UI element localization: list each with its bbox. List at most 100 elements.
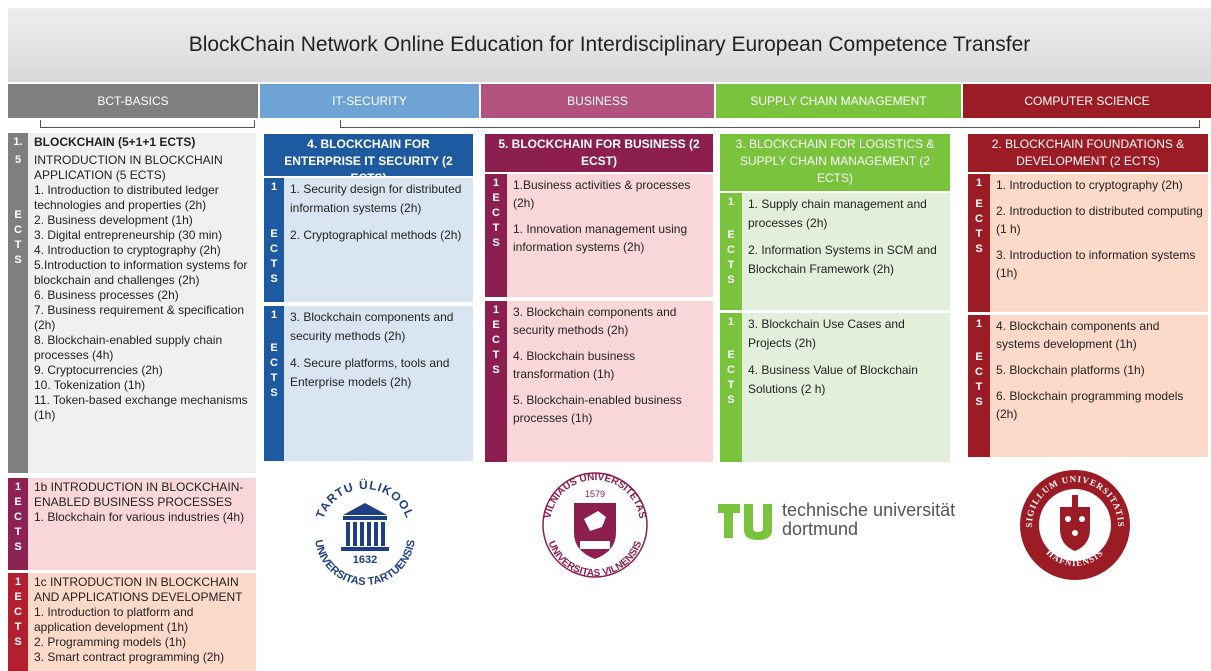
- ects-strip: 1 E C T S: [8, 573, 28, 671]
- ects-number: 1: [492, 177, 500, 189]
- ects-letter: C: [492, 207, 500, 219]
- tab-computer-science[interactable]: COMPUTER SCIENCE: [963, 84, 1211, 118]
- bct-header: 1. BLOCKCHAIN (5+1+1 ECTS): [8, 133, 256, 151]
- scm-block-2: 1 E C T S 3. Blockchain Use Cases and Pr…: [720, 313, 950, 462]
- tab-bct-basics[interactable]: BCT-BASICS: [8, 84, 260, 118]
- ects-letter: E: [975, 351, 983, 363]
- module-item: 3. Digital entrepreneurship (30 min): [34, 228, 223, 242]
- module-item: 5.Introduction to information systems fo…: [34, 258, 248, 287]
- bct-block-1-body: INTRODUCTION IN BLOCKCHAIN APPLICATION (…: [28, 151, 256, 473]
- ects-letter: C: [975, 213, 983, 225]
- ects-letter: E: [270, 342, 278, 354]
- module-item: 2. Business development (1h): [34, 213, 193, 227]
- security-block-1-body: 1. Security design for distributed infor…: [284, 178, 473, 302]
- module-item: 5. Blockchain platforms (1h): [996, 363, 1145, 377]
- ects-letter: T: [727, 259, 735, 271]
- cs-block-1-body: 1. Introduction to cryptography (2h) 2. …: [990, 174, 1208, 312]
- ects-strip: 1 E C T S: [8, 478, 28, 570]
- ects-strip: 1 E C T S: [264, 306, 284, 461]
- ects-letter: T: [14, 526, 22, 538]
- ects-letter: T: [975, 381, 983, 393]
- tu-wordmark-line: dortmund: [782, 519, 859, 539]
- ects-letters: E C T S: [264, 341, 284, 401]
- module-item: 1.Business activities & processes (2h): [513, 178, 691, 210]
- module-item: 3. Introduction to information systems (…: [996, 248, 1196, 280]
- ects-letter: T: [270, 258, 278, 270]
- ects-letter: T: [270, 372, 278, 384]
- ects-number: 1: [975, 177, 983, 189]
- ects-letter: E: [727, 349, 735, 361]
- ects-letter: E: [492, 192, 500, 204]
- ects-letter: E: [14, 496, 22, 508]
- bct-block-3: 1 E C T S 1c INTRODUCTION IN BLOCKCHAIN …: [8, 573, 256, 671]
- module-item: 1. Supply chain management and processes…: [748, 197, 927, 230]
- ects-letter: S: [975, 243, 983, 255]
- tab-label: IT-SECURITY: [332, 94, 407, 108]
- ects-letter: S: [727, 274, 735, 286]
- tab-supply-chain-management[interactable]: SUPPLY CHAIN MANAGEMENT: [716, 84, 963, 118]
- ects-number: 1: [14, 576, 22, 588]
- ects-letter: C: [492, 334, 500, 346]
- ects-strip: 1 E C T S: [720, 313, 742, 462]
- ects-strip: 1 E C T S: [485, 301, 507, 462]
- module-item: 4. Introduction to cryptography (2h): [34, 243, 221, 257]
- tab-label: COMPUTER SCIENCE: [1024, 94, 1150, 108]
- ects-strip: 1 E C T S: [968, 174, 990, 312]
- ects-letter: S: [492, 364, 500, 376]
- bct-block-2-body: 1b INTRODUCTION IN BLOCKCHAIN-ENABLED BU…: [28, 478, 256, 570]
- ects-strip: 5 E C T S: [8, 151, 28, 473]
- ects-letter: E: [492, 319, 500, 331]
- module-item: 3. Blockchain Use Cases and Projects (2h…: [748, 317, 905, 350]
- ects-letters: E C T S: [968, 350, 990, 410]
- module-item: 2. Information Systems in SCM and Blockc…: [748, 243, 937, 276]
- security-header: 4. BLOCKCHAIN FOR ENTERPRISE IT SECURITY…: [264, 134, 473, 185]
- cs-block-2: 1 E C T S 4. Blockchain components and s…: [968, 315, 1208, 457]
- ects-letter: S: [975, 396, 983, 408]
- ects-letter: C: [14, 606, 22, 618]
- security-block-1: 1 E C T S 1. Security design for distrib…: [264, 178, 473, 302]
- module-item: 7. Business requirement & specification …: [34, 303, 245, 332]
- module-item: 2. Cryptographical methods (2h): [290, 228, 462, 242]
- module-item: 1. Introduction to platform and applicat…: [34, 605, 194, 634]
- cs-block-1: 1 E C T S 1. Introduction to cryptograph…: [968, 174, 1208, 312]
- ects-letters: E C T S: [8, 208, 28, 268]
- ects-number: 1: [727, 196, 735, 208]
- module-item: 9. Cryptocurrencies (2h): [34, 363, 163, 377]
- tab-it-security[interactable]: IT-SECURITY: [260, 84, 481, 118]
- ects-letter: E: [270, 228, 278, 240]
- module-item: 1. Introduction to distributed ledger te…: [34, 183, 219, 212]
- module-item: 1. Security design for distributed infor…: [290, 182, 462, 215]
- tu-wordmark-line: technische universität: [782, 500, 956, 520]
- tab-business[interactable]: BUSINESS: [481, 84, 716, 118]
- module-item: 1. Introduction to cryptography (2h): [996, 178, 1183, 192]
- ects-letter: T: [492, 222, 500, 234]
- bct-block-2: 1 E C T S 1b INTRODUCTION IN BLOCKCHAIN-…: [8, 478, 256, 570]
- ects-number: 5: [14, 154, 22, 166]
- business-block-2-body: 3. Blockchain components and security me…: [507, 301, 713, 462]
- tab-label: SUPPLY CHAIN MANAGEMENT: [750, 94, 927, 108]
- module-item: 5. Blockchain-enabled business processes…: [513, 393, 682, 425]
- security-block-2: 1 E C T S 3. Blockchain components and s…: [264, 306, 473, 461]
- bct-header-title: BLOCKCHAIN (5+1+1 ECTS): [28, 133, 256, 151]
- ects-letter: T: [14, 239, 22, 251]
- ects-number: 1: [727, 316, 735, 328]
- bracket-basics: [40, 120, 255, 128]
- module-item: 2. Introduction to distributed computing…: [996, 204, 1203, 236]
- tu-dortmund-logo: technische universität dortmund: [716, 495, 976, 545]
- bct-block-3-body: 1c INTRODUCTION IN BLOCKCHAIN AND APPLIC…: [28, 573, 256, 671]
- ects-letter: C: [727, 244, 735, 256]
- security-block-2-body: 3. Blockchain components and security me…: [284, 306, 473, 461]
- ects-letter: E: [975, 198, 983, 210]
- module-item: 6. Blockchain programming models (2h): [996, 389, 1184, 421]
- module-item: 4. Blockchain components and systems dev…: [996, 319, 1160, 351]
- ects-letter: S: [270, 273, 278, 285]
- ects-letter: T: [727, 379, 735, 391]
- business-block-1: 1 E C T S 1.Business activities & proces…: [485, 174, 713, 297]
- module-item: 3. Smart contract programming (2h): [34, 650, 225, 664]
- bct-block-1: 5 E C T S INTRODUCTION IN BLOCKCHAIN APP…: [8, 151, 256, 473]
- module-item: 11. Token-based exchange mechanisms (1h): [34, 393, 248, 422]
- scm-block-1-body: 1. Supply chain management and processes…: [742, 193, 950, 310]
- business-header: 5. BLOCKCHAIN FOR BUSINESS (2 ECST): [485, 134, 713, 172]
- tab-label: BCT-BASICS: [97, 94, 169, 108]
- ects-letter: C: [975, 366, 983, 378]
